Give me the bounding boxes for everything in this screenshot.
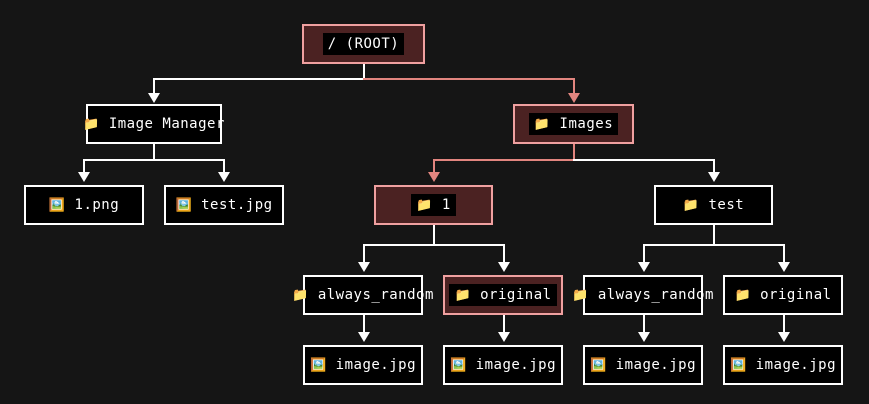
node-testjpg-label: test.jpg (201, 197, 273, 213)
arrowhead-1png (78, 172, 90, 182)
arrowhead-img-ar-1 (358, 332, 370, 342)
edge-f1-split (363, 244, 505, 246)
edge-root-to-image-manager-v (153, 78, 155, 96)
arrowhead-image-manager (148, 93, 160, 103)
edge-root-to-images-h (363, 78, 575, 80)
arrowhead-img-ar-test (638, 332, 650, 342)
folder-icon: 📁 (416, 197, 433, 213)
arrowhead-ar-1 (358, 262, 370, 272)
edge-im-to-testjpg (223, 159, 225, 175)
node-original-1-label: original (480, 287, 552, 303)
arrowhead-folder-test (708, 172, 720, 182)
node-original-test-label: original (760, 287, 832, 303)
edge-ft-to-ar (643, 244, 645, 264)
edge-artest-to-img (643, 314, 645, 335)
node-root[interactable]: / (ROOT) (302, 24, 425, 64)
arrowhead-images (568, 93, 580, 103)
edge-images-to-1-v (433, 159, 435, 175)
arrowhead-orig-test (778, 262, 790, 272)
node-image-ar-test-label: image.jpg (615, 357, 697, 373)
arrowhead-testjpg (218, 172, 230, 182)
image-icon: 🖼️ (48, 197, 66, 213)
node-images[interactable]: 📁 Images (513, 104, 634, 144)
node-image-ar-1[interactable]: 🖼️ image.jpg (303, 345, 423, 385)
edge-im-split (83, 159, 225, 161)
node-1png-label: 1.png (74, 197, 120, 213)
node-image-manager[interactable]: 📁 Image Manager (83, 104, 225, 144)
image-icon: 🖼️ (729, 357, 747, 373)
edge-images-stem (573, 144, 575, 160)
image-icon: 🖼️ (449, 357, 467, 373)
edge-root-to-images-v (573, 78, 575, 96)
node-always-random-test-label: always_random (597, 287, 714, 303)
image-icon: 🖼️ (589, 357, 607, 373)
arrowhead-orig-1 (498, 262, 510, 272)
arrowhead-img-orig-1 (498, 332, 510, 342)
node-image-ar-1-label: image.jpg (335, 357, 417, 373)
node-always-random-1-label: always_random (317, 287, 434, 303)
node-images-label: Images (559, 116, 614, 132)
node-original-1[interactable]: 📁 original (443, 275, 563, 315)
node-image-orig-test-label: image.jpg (755, 357, 837, 373)
edge-root-stem (363, 61, 365, 79)
edge-ft-split (643, 244, 785, 246)
node-folder-1[interactable]: 📁1 (374, 185, 493, 225)
edge-ar1-to-img (363, 314, 365, 335)
edge-f1-to-ar (363, 244, 365, 264)
edge-images-to-test-v (713, 159, 715, 175)
folder-icon: 📁 (533, 116, 551, 132)
folder-icon: 📁 (454, 287, 472, 303)
image-icon: 🖼️ (309, 357, 327, 373)
edge-f1-to-orig (503, 244, 505, 264)
node-1png[interactable]: 🖼️ 1.png (24, 185, 144, 225)
edge-f1-stem (433, 224, 435, 245)
folder-icon: 📁 (292, 287, 309, 303)
edge-orig1-to-img (503, 314, 505, 335)
node-image-orig-1[interactable]: 🖼️ image.jpg (443, 345, 563, 385)
node-folder-1-label: 1 (441, 197, 451, 213)
folder-icon: 📁 (682, 197, 700, 213)
folder-icon: 📁 (572, 287, 589, 303)
node-folder-test[interactable]: 📁 test (654, 185, 773, 225)
folder-icon: 📁 (734, 287, 752, 303)
node-folder-test-label: test (708, 197, 745, 213)
edge-ft-to-orig (783, 244, 785, 264)
edge-images-to-1-h (433, 159, 575, 161)
node-image-manager-label: Image Manager (108, 116, 225, 132)
node-image-ar-test[interactable]: 🖼️ image.jpg (583, 345, 703, 385)
arrowhead-folder-1 (428, 172, 440, 182)
node-always-random-1[interactable]: 📁 always_random (292, 275, 433, 315)
node-image-orig-1-label: image.jpg (475, 357, 557, 373)
edge-im-to-1png (83, 159, 85, 175)
edge-images-to-test-h (573, 159, 715, 161)
node-root-label: / (ROOT) (327, 36, 400, 52)
node-always-random-test[interactable]: 📁 always_random (572, 275, 713, 315)
edge-im-stem (153, 144, 155, 160)
image-icon: 🖼️ (175, 197, 193, 213)
edge-root-to-image-manager-h (153, 78, 365, 80)
node-testjpg[interactable]: 🖼️ test.jpg (164, 185, 284, 225)
node-original-test[interactable]: 📁 original (723, 275, 843, 315)
edge-ft-stem (713, 224, 715, 245)
edge-origtest-to-img (783, 314, 785, 335)
arrowhead-img-orig-test (778, 332, 790, 342)
arrowhead-ar-test (638, 262, 650, 272)
folder-icon: 📁 (83, 116, 100, 132)
node-image-orig-test[interactable]: 🖼️ image.jpg (723, 345, 843, 385)
